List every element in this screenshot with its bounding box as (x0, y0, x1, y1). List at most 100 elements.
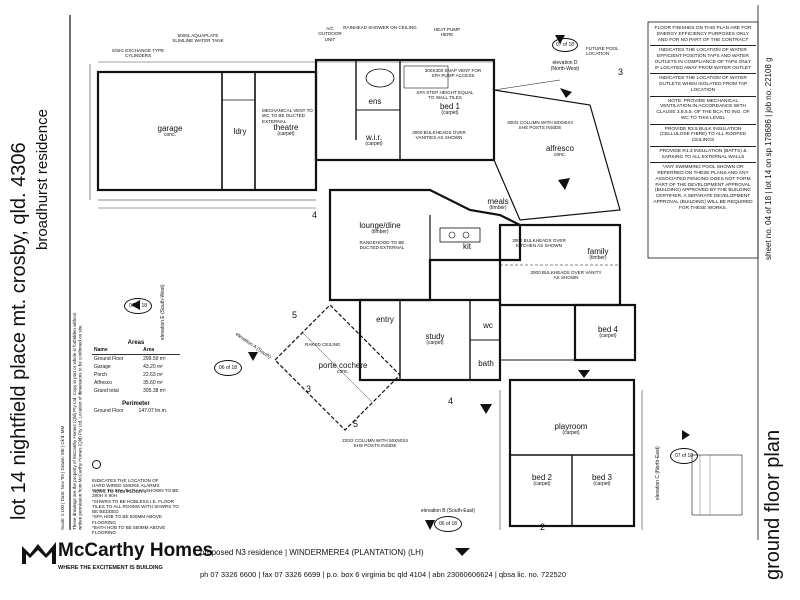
areas-schedule: Areas Name Area Ground Floor 299.59 m² Ga… (92, 340, 180, 415)
room-walk-in-robe: w.i.r.(carpet) (354, 133, 394, 148)
room-bed1-floor: (carpet) (441, 110, 459, 117)
company-tagline: WHERE THE EXCITEMENT IS BUILDING (58, 565, 163, 571)
room-bed-1: bed 1(carpet) (430, 102, 470, 117)
perimeter-value: 147.07 lin.m. (138, 408, 168, 414)
room-bed2-name: bed 2 (531, 473, 553, 482)
elevation-b-label: elevation B (South-East) (420, 508, 476, 514)
room-bed-3: bed 3(carpet) (582, 473, 622, 488)
sheet-notes-panel: FLOOR FINISHES ON THIS PLAN ARE FOR ENER… (650, 24, 756, 213)
area-value: 299.59 m² (143, 356, 166, 362)
room-playroom: playroom(carpet) (546, 422, 596, 437)
room-lounge-floor: (timber) (371, 229, 389, 236)
room-bath: bath (474, 359, 498, 368)
note-bulkhead-kitchen: 3000 BULKHEADS OVER KITCHEN AS SHOWN (512, 238, 566, 249)
note-future-pool: Future pool location (586, 46, 619, 57)
room-theatre: theatre(carpet) (265, 123, 307, 138)
elevation-c-marker: 07 of 18 (664, 448, 704, 464)
room-wir-name: w.i.r. (365, 133, 382, 142)
elevation-e-label: elevation E (South-West) (160, 284, 166, 341)
room-family-floor: (timber) (589, 255, 607, 262)
note-step-spa: *STEP TO SPA /BATH AS SHOWN TO BE 290H x… (92, 488, 179, 499)
area-name: Porch (94, 372, 108, 378)
elevation-d-marker: 07 of 18 elevation D (North-West) (545, 38, 585, 72)
note-heat-pump: Heat pump here (433, 27, 461, 38)
note-alfresco-column: 300/2 COLUMN WITH 50X50X4 SHS POSTS INSI… (507, 120, 573, 131)
sheet-note: INDICATES THE LOCATION OF WATER OUTLETS … (650, 74, 756, 97)
sheet-note: *ANY SWIMMING POOL SHOWN OR REFERRED ON … (653, 165, 753, 211)
note-gas-cylinders: S/Sig Exchange type cylinders (111, 48, 165, 59)
sheet-info: sheet no. 04 of 18 | lot 14 on sp 178686… (764, 57, 773, 260)
table-row: Ground Floor 299.59 m² (92, 355, 180, 364)
room-entry: entry (370, 315, 400, 324)
area-name: Alfresco (94, 380, 113, 386)
footer: McCarthy Homes WHERE THE EXCITEMENT IS B… (0, 540, 800, 600)
mccarthy-logo-icon (22, 542, 56, 564)
area-value: 35.60 m² (143, 380, 163, 386)
perimeter-name: Ground Floor (94, 408, 124, 414)
room-theatre-floor: (carpet) (277, 131, 295, 138)
note-spa-step: SPA STEP HEIGHT EQUAL TO WALL TILES (416, 90, 474, 101)
table-row: Alfresco 35.60 m² (92, 379, 180, 387)
company-logo (22, 542, 56, 569)
note-water-tank: 5000L Aquaplate Slimline Water Tank (172, 33, 224, 44)
room-family: family(timber) (578, 247, 618, 262)
area-value: 395.38 m² (143, 388, 166, 394)
room-alfresco-floor: conc. (554, 152, 566, 159)
room-alfresco-name: alfresco (545, 144, 574, 153)
room-garage-floor: conc. (164, 132, 176, 139)
section-mark-4-bottom: 4 (448, 396, 453, 406)
perimeter-table: Ground Floor 147.07 lin.m. (92, 407, 180, 415)
room-meals-floor: (timber) (489, 205, 507, 212)
sheet-note: PROVIDE R1.3 INSULATION (BATTS) & SARKIN… (650, 147, 756, 164)
elevation-c-label: elevation C (North-East) (655, 446, 661, 500)
residence-name: broadhurst residence (34, 109, 51, 250)
copyright-note: These drawings are the property of McCar… (72, 312, 83, 530)
room-bed4-floor: (carpet) (599, 333, 617, 340)
room-entry-name: entry (376, 315, 394, 324)
note-mech-vent: MECHANICAL VENT TO WC TO BE DUCTED EXTER… (262, 108, 313, 124)
room-kitchen-name: kit (463, 242, 471, 251)
areas-col-name: Name (92, 346, 142, 355)
room-wc-name: wc (483, 321, 493, 330)
area-name: Ground Floor (94, 356, 124, 362)
elevation-b-ref: 06 of 18 (434, 516, 462, 532)
note-ac-unit: A/C Outdoor Unit (318, 26, 342, 42)
note-bulkhead-vanity: 3000 BULKHEADS OVER VANITY AS SHOWN (530, 270, 602, 281)
areas-heading: Areas (127, 340, 145, 346)
elevation-b-marker: elevation B (South-East) 06 of 18 (418, 508, 478, 532)
elevation-c-ref: 07 of 18 (670, 448, 698, 464)
project-name: proposed N3 residence | WINDERMERE4 (PLA… (200, 548, 424, 557)
area-name: Garage (94, 364, 111, 370)
section-mark-2-bottom: 2 (540, 522, 545, 532)
elevation-d-label: elevation D (North-West) (550, 60, 580, 72)
smoke-alarm-text: INDICATES THE LOCATION OF HARD WIRED SMO… (92, 478, 160, 494)
sheet-note: FLOOR FINISHES ON THIS PLAN ARE FOR ENER… (650, 24, 756, 47)
section-mark-5-bottom: 5 (353, 419, 358, 429)
room-study-name: study (425, 332, 445, 341)
room-bed-2: bed 2(carpet) (522, 473, 562, 488)
note-raked-ceiling: raked ceiling (305, 342, 341, 347)
section-mark-3-left: 3 (306, 384, 311, 394)
room-wc: wc (478, 321, 498, 330)
note-bath-hob: *BATH HOB TO BE 550mm ABOVE FLOORING (92, 524, 166, 536)
elevation-e-ref: 07 of 18 (124, 298, 152, 314)
elevation-a-ref: 06 of 18 (214, 360, 242, 376)
hob-notes: *STEP TO SPA /BATH AS SHOWN TO BE 290H x… (92, 488, 182, 536)
areas-header-row: Name Area (92, 346, 180, 355)
section-mark-5-left: 5 (292, 310, 297, 320)
note-rangehood: RANGEHOOD TO BE DUCTED EXTERNAL (359, 240, 405, 251)
room-bed4-name: bed 4 (597, 325, 619, 334)
company-name: McCarthy Homes (58, 540, 214, 561)
room-wir-floor: (carpet) (365, 141, 383, 148)
company-contacts: ph 07 3326 6600 | fax 07 3326 6699 | p.o… (200, 570, 566, 579)
room-meals-name: meals (487, 197, 509, 206)
site-address: lot 14 nightfield place mt. crosby, qld.… (8, 142, 30, 520)
smoke-alarm-icon (92, 460, 101, 469)
note-spa-hob: *SPA HOB TO BE 500mm ABOVE FLOORING (92, 514, 162, 525)
room-theatre-name: theatre (273, 123, 299, 132)
room-porte-name: porte cochere (318, 361, 368, 370)
